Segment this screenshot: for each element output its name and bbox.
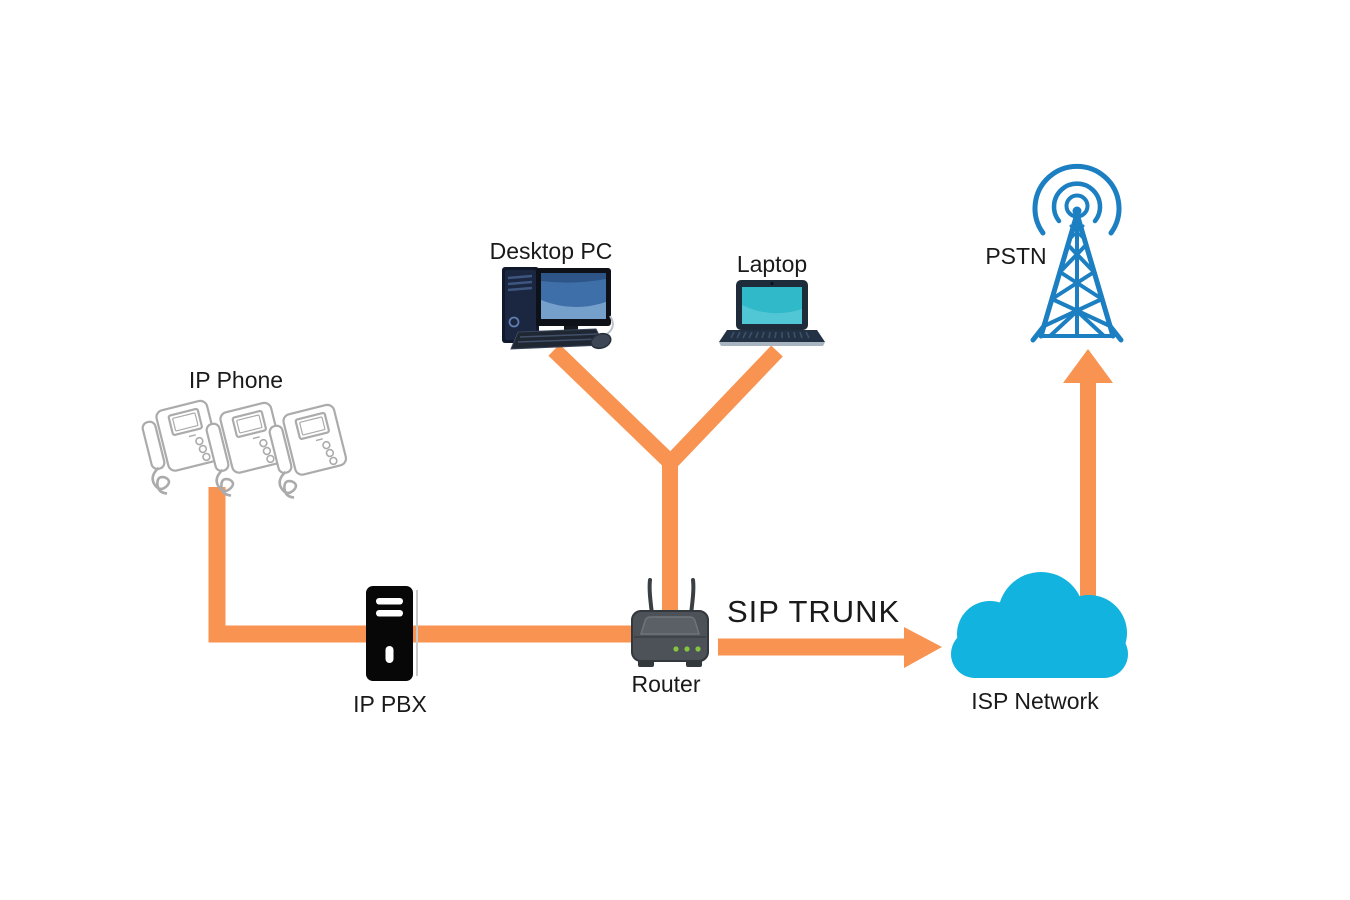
laptop-label: Laptop: [736, 251, 808, 277]
connector-desktop-junction: [548, 344, 676, 468]
server-tower-icon: [366, 586, 418, 681]
pstn-arrowhead: [1063, 349, 1113, 383]
cloud-icon: [951, 572, 1128, 678]
connector-arrowheads: [904, 349, 1113, 668]
router-icon: [631, 578, 709, 667]
connector-laptop-junction: [665, 345, 783, 468]
router-label: Router: [631, 671, 701, 697]
isp-network-label: ISP Network: [971, 688, 1099, 714]
pstn-label: PSTN: [985, 243, 1047, 269]
desk-phone-icon: [262, 402, 354, 502]
desktop-pc-label: Desktop PC: [489, 238, 613, 264]
ip-phone-label: IP Phone: [188, 367, 284, 393]
sip-trunk-label: SIP TRUNK: [727, 594, 901, 629]
ip-phone-group: [135, 398, 354, 502]
desktop-computer-icon: [502, 267, 614, 350]
radio-tower-icon: [1030, 163, 1124, 343]
ip-pbx-label: IP PBX: [353, 691, 427, 717]
connector-phone-pbx-router: [208, 487, 636, 643]
laptop-icon: [719, 280, 825, 346]
sip-trunk-arrowhead: [904, 627, 942, 668]
connector-lines: [208, 344, 1096, 656]
